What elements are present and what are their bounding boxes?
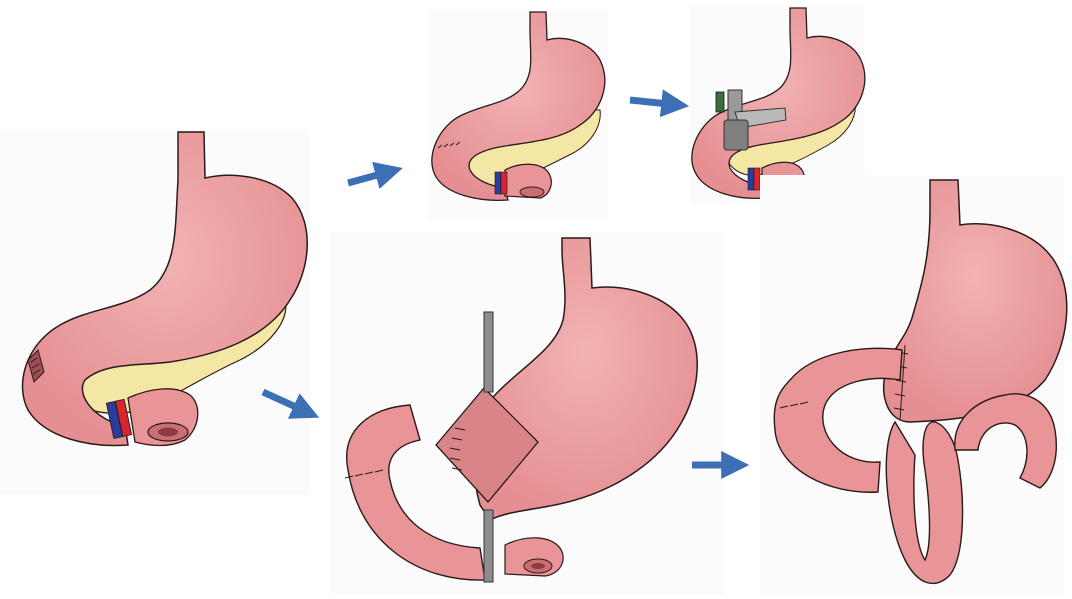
panel-2 bbox=[428, 10, 608, 220]
panel-4 bbox=[330, 232, 725, 594]
arrow-2-to-3 bbox=[630, 100, 678, 105]
panel-1 bbox=[0, 130, 310, 495]
arrow-1-to-2 bbox=[348, 171, 392, 183]
panel-5 bbox=[760, 175, 1067, 595]
